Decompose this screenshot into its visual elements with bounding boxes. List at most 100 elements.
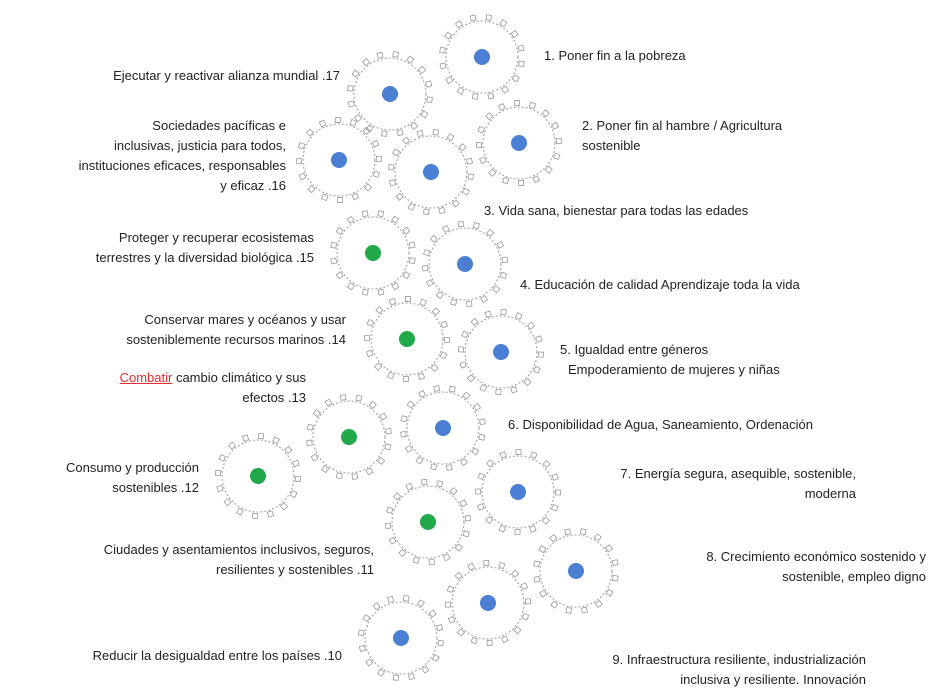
gear-tooth xyxy=(564,528,572,536)
gear-tooth xyxy=(403,376,410,382)
gear-tooth xyxy=(355,394,363,402)
gear-tooth xyxy=(362,126,371,136)
goal-17-label: Ejecutar y reactivar alianza mundial .17 xyxy=(113,68,340,83)
gear-11 xyxy=(385,479,471,565)
gear-tooth xyxy=(551,473,559,481)
gear-tooth xyxy=(511,74,520,83)
gear-3 xyxy=(388,129,474,215)
gear-center-dot xyxy=(399,331,415,347)
gear-tooth xyxy=(472,222,480,230)
gear-tooth xyxy=(446,133,455,142)
gear-tooth xyxy=(400,430,407,438)
gear-tooth xyxy=(579,528,587,536)
gear-tooth xyxy=(538,545,547,554)
gear-tooth xyxy=(524,598,531,605)
gear-tooth xyxy=(513,626,522,635)
gear-tooth xyxy=(398,548,407,557)
gear-tooth xyxy=(346,215,355,224)
goal-11-label: Ciudades y asentamientos inclusivos, seg… xyxy=(103,542,374,577)
gear-5 xyxy=(458,309,544,395)
gear-tooth xyxy=(480,295,489,304)
gear-tooth xyxy=(428,609,437,618)
goal-14-label: Conservar mares y océanos y usar sosteni… xyxy=(126,312,346,347)
gear-tooth xyxy=(467,173,474,180)
gear-tooth xyxy=(492,285,501,294)
gear-tooth xyxy=(479,384,488,392)
gear-tooth xyxy=(365,124,374,133)
gear-tooth xyxy=(450,298,458,306)
gear-tooth xyxy=(402,595,410,602)
gear-tooth xyxy=(441,224,450,233)
gear-tooth xyxy=(498,561,506,570)
gear-tooth xyxy=(518,179,525,186)
gear-tooth xyxy=(475,488,481,495)
gear-tooth xyxy=(466,374,476,383)
gear-tooth xyxy=(439,62,447,70)
gear-tooth xyxy=(425,80,433,88)
gear-tooth xyxy=(499,19,508,28)
gear-tooth xyxy=(495,388,502,395)
gear-tooth xyxy=(279,502,289,511)
gear-tooth xyxy=(409,121,419,131)
gear-tooth xyxy=(488,168,497,177)
gear-center-dot xyxy=(331,152,347,168)
gear-tooth xyxy=(218,454,227,462)
gear-tooth xyxy=(462,530,470,538)
goal-3-label: 3. Vida sana, bienestar para todas las e… xyxy=(484,203,749,218)
gear-tooth xyxy=(429,234,438,243)
gear-tooth xyxy=(388,297,397,306)
gear-tooth xyxy=(459,361,467,369)
gear-tooth xyxy=(257,433,265,440)
gear-tooth xyxy=(306,439,313,447)
combatir-link[interactable]: Combatir xyxy=(119,370,173,385)
gear-tooth xyxy=(324,398,333,407)
gear-tooth xyxy=(415,456,424,465)
gear-tooth xyxy=(446,585,455,593)
gear-tooth xyxy=(593,533,602,542)
gear-tooth xyxy=(542,459,551,469)
gear-tooth xyxy=(477,125,485,134)
gear-tooth xyxy=(335,472,343,480)
gear-tooth xyxy=(478,433,486,441)
gear-tooth xyxy=(501,177,510,185)
gear-tooth xyxy=(266,510,275,518)
gear-tooth xyxy=(421,665,430,674)
gear-tooth xyxy=(307,184,316,194)
gear-center-dot xyxy=(382,86,398,102)
gear-tooth xyxy=(485,112,494,121)
gear-tooth xyxy=(284,445,293,455)
gear-tooth xyxy=(454,543,463,552)
gear-tooth xyxy=(376,155,382,162)
gear-tooth xyxy=(318,119,327,128)
gear-tooth xyxy=(365,349,374,358)
gear-tooth xyxy=(335,271,344,280)
gear-tooth xyxy=(377,210,385,218)
gear-tooth xyxy=(377,288,385,296)
gear-tooth xyxy=(445,464,453,471)
gear-2 xyxy=(476,100,562,186)
gear-tooth xyxy=(251,512,259,519)
gear-tooth xyxy=(513,100,520,107)
gear-tooth xyxy=(515,449,522,455)
gear-tooth xyxy=(330,241,338,249)
gear-center-dot xyxy=(568,563,584,579)
gear-tooth xyxy=(461,187,470,196)
gear-tooth xyxy=(439,46,446,54)
gear-tooth xyxy=(298,172,307,181)
gear-tooth xyxy=(358,629,365,637)
gear-tooth xyxy=(351,192,360,201)
gear-tooth xyxy=(431,653,440,662)
gear-tooth xyxy=(426,96,433,103)
gear-tooth xyxy=(459,499,468,508)
gear-6 xyxy=(400,385,486,471)
gear-tooth xyxy=(444,31,453,40)
gear-tooth xyxy=(604,544,613,553)
goal-5-label: 5. Igualdad entre géneros Empoderamiento… xyxy=(560,342,780,377)
gear-tooth xyxy=(605,588,614,597)
gear-tooth xyxy=(454,571,463,580)
gear-tooth xyxy=(553,152,561,161)
goal-8-label: 8. Crecimiento económico sostenido y sos… xyxy=(706,549,926,584)
gear-tooth xyxy=(361,288,369,296)
gear-tooth xyxy=(373,362,383,371)
goal-15-label: Proteger y recuperar ecosistemas terrest… xyxy=(95,230,314,265)
